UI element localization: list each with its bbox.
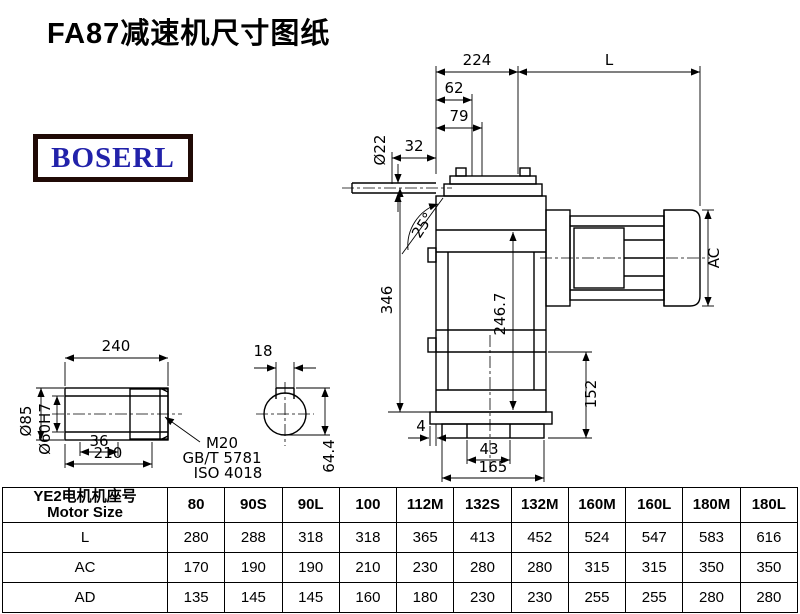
dim-value-cell: 145 xyxy=(224,582,283,613)
dim-value-cell: 288 xyxy=(224,522,283,553)
dim-value-cell: 413 xyxy=(453,522,512,553)
dim-value-cell: 190 xyxy=(281,552,340,583)
dim-165: 165 xyxy=(479,458,508,476)
motor-frame-col-112M: 112M xyxy=(396,487,455,523)
boserl-logo: BOSERL xyxy=(33,134,193,182)
label-standard-gbt5781: GB/T 5781 xyxy=(182,449,261,467)
motor-frame-col-132S: 132S xyxy=(453,487,512,523)
dim-36: 36 xyxy=(89,432,108,450)
dim-value-cell: 280 xyxy=(453,552,512,583)
dim-value-cell: 583 xyxy=(682,522,741,553)
dim-79: 79 xyxy=(449,107,468,125)
dim-value-cell: 230 xyxy=(396,552,455,583)
motor-frame-col-180L: 180L xyxy=(739,487,799,523)
motor-size-label-cn: YE2电机机座号 xyxy=(33,487,137,505)
dim-value-cell: 350 xyxy=(739,552,799,583)
dim-value-cell: 230 xyxy=(453,582,512,613)
dim-angle-25: 25° xyxy=(408,209,438,241)
dim-value-cell: 255 xyxy=(625,582,684,613)
dim-value-cell: 145 xyxy=(281,582,340,613)
motor-frame-col-132M: 132M xyxy=(510,487,569,523)
motor-outline xyxy=(545,209,701,307)
dim-dia-85: Ø85 xyxy=(17,406,35,437)
dim-value-cell: 280 xyxy=(166,522,226,553)
dim-value-cell: 547 xyxy=(625,522,684,553)
gearbox-outline xyxy=(427,167,553,439)
dim-value-cell: 280 xyxy=(510,552,569,583)
dim-value-cell: 318 xyxy=(338,522,398,553)
dim-32: 32 xyxy=(404,137,423,155)
dim-43: 43 xyxy=(479,440,498,458)
motor-frame-col-80: 80 xyxy=(166,487,226,523)
motor-frame-col-160M: 160M xyxy=(567,487,627,523)
dim-4: 4 xyxy=(416,417,426,435)
dim-input-shaft-dia: Ø22 xyxy=(371,135,389,166)
dim-value-cell: 135 xyxy=(166,582,226,613)
dim-AC: AC xyxy=(705,248,723,268)
dim-value-cell: 280 xyxy=(739,582,799,613)
dim-value-cell: 170 xyxy=(166,552,226,583)
dim-62: 62 xyxy=(444,79,463,97)
row-label-AD: AD xyxy=(2,582,168,613)
logo-text: BOSERL xyxy=(51,141,175,174)
row-label-L: L xyxy=(2,522,168,553)
dim-dia-60H7: Ø60H7 xyxy=(36,403,54,455)
dim-value-cell: 160 xyxy=(338,582,398,613)
dim-224: 224 xyxy=(463,51,492,69)
dim-value-cell: 318 xyxy=(281,522,340,553)
dim-246-7: 246.7 xyxy=(491,293,509,336)
dim-value-cell: 315 xyxy=(567,552,627,583)
technical-drawing: 224 L 62 79 32 Ø22 25° 346 246.7 AC 152 … xyxy=(17,51,723,482)
dim-motor-length-L: L xyxy=(605,51,614,69)
label-thread-m20: M20 xyxy=(206,434,238,452)
motor-frame-col-90L: 90L xyxy=(281,487,340,523)
dim-value-cell: 255 xyxy=(567,582,627,613)
dim-value-cell: 524 xyxy=(567,522,627,553)
dim-346: 346 xyxy=(378,286,396,315)
label-standard-iso4018: ISO 4018 xyxy=(194,464,263,482)
dim-value-cell: 230 xyxy=(510,582,569,613)
dim-210: 210 xyxy=(94,444,123,462)
dim-240: 240 xyxy=(102,337,131,355)
dim-value-cell: 210 xyxy=(338,552,398,583)
dim-value-cell: 365 xyxy=(396,522,455,553)
dim-value-cell: 280 xyxy=(682,582,741,613)
dim-152: 152 xyxy=(582,380,600,409)
motor-frame-col-180M: 180M xyxy=(682,487,741,523)
dim-value-cell: 616 xyxy=(739,522,799,553)
row-label-AC: AC xyxy=(2,552,168,583)
dim-value-cell: 315 xyxy=(625,552,684,583)
centerlines xyxy=(52,187,710,472)
dim-value-cell: 180 xyxy=(396,582,455,613)
dimension-lines xyxy=(36,66,714,482)
dim-value-cell: 452 xyxy=(510,522,569,553)
motor-frame-col-100: 100 xyxy=(338,487,398,523)
motor-frame-col-90S: 90S xyxy=(224,487,283,523)
page-title: FA87减速机尺寸图纸 xyxy=(47,18,331,50)
dim-18: 18 xyxy=(253,342,272,360)
dim-64-4: 64.4 xyxy=(320,439,338,472)
dim-value-cell: 190 xyxy=(224,552,283,583)
motor-size-label-en: Motor Size xyxy=(47,504,123,521)
dim-value-cell: 350 xyxy=(682,552,741,583)
motor-frame-col-160L: 160L xyxy=(625,487,684,523)
